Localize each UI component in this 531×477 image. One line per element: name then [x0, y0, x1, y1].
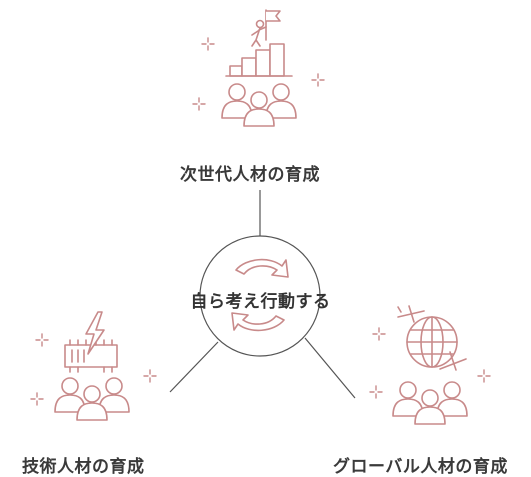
node-label-technical: 技術人材の育成 — [22, 457, 145, 477]
refresh-cycle-icon — [231, 258, 289, 332]
summit-flag-icon — [222, 9, 296, 126]
connector-left — [169, 341, 219, 393]
node-label-global: グローバル人材の育成 — [333, 457, 508, 477]
lightning-chip-icon — [55, 311, 129, 420]
center-label: 自ら考え行動する — [190, 292, 331, 312]
connector-right — [304, 337, 356, 399]
globe-airplane-icon — [393, 305, 467, 424]
node-label-next-gen: 次世代人材の育成 — [180, 165, 320, 185]
center-circle — [199, 235, 321, 357]
